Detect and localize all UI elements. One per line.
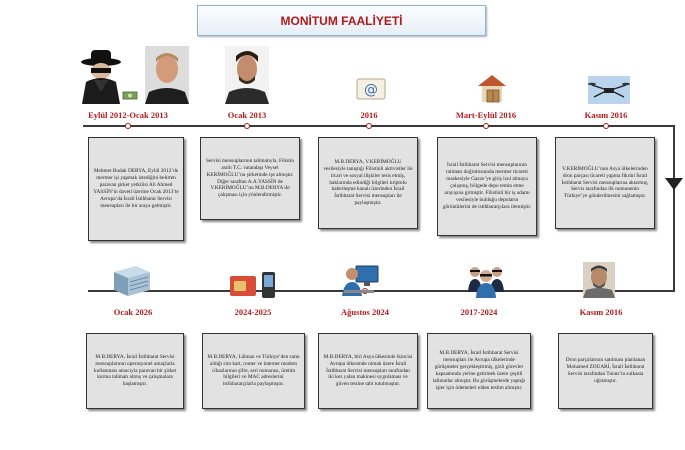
arrow-right-icon [665, 178, 683, 190]
event-text: M.B.DERYA, İsrail İstihbarat Servisi men… [432, 350, 526, 391]
event-date: 2017-2024 [460, 307, 498, 317]
server-icon [114, 266, 150, 296]
event-text: M.B.DERYA, Lübnan ve Türkiye’den satın a… [207, 353, 300, 388]
event-text: Servisi mensuplarının talimatıyla, Filis… [206, 157, 294, 199]
event-text: Dron parçalarının satılması planlanan Mo… [565, 357, 646, 384]
event-date: Eylül 2012-Ocak 2013 [88, 110, 168, 120]
man-photo-icon [145, 46, 189, 104]
event-box: M.B.DERYA, Lübnan ve Türkiye’den satın a… [202, 333, 305, 409]
man-photo-icon [225, 46, 269, 104]
event-date: 2024-2025 [234, 307, 272, 317]
timeline-dot [125, 123, 131, 129]
event-date: Ocak 2013 [227, 110, 267, 120]
event-text: Mehmet Budak DERYA, Eylül 2012’de mermer… [93, 168, 179, 209]
event-box: İsrail İstihbarat Servisi mensuplarının … [437, 137, 537, 236]
money-icon [122, 91, 138, 100]
event-box: Servisi mensuplarının talimatıyla, Filis… [200, 137, 300, 220]
event-box: M.B.DERYA, V.KERİMOĞLU vesilesiyle tanış… [318, 137, 418, 229]
event-box: Dron parçalarının satılması planlanan Mo… [558, 333, 653, 409]
event-date: 2016 [360, 110, 378, 120]
computer-user-icon [342, 265, 379, 296]
event-text: M.B.DERYA, biri Asya ülkesinde ikincisi … [323, 353, 413, 388]
page-title: MONİTUM FAALİYETİ [197, 5, 486, 36]
event-date: Kasım 2016 [579, 307, 623, 317]
timeline-dot [244, 123, 250, 129]
agents-icon [468, 267, 504, 298]
timeline-bottom [88, 290, 675, 292]
timeline-dot [366, 123, 372, 129]
event-box: M.B.DERYA, İsrail İstihbarat Servisi men… [86, 333, 184, 409]
timeline-top [83, 125, 675, 127]
event-text: İsrail İstihbarat Servisi mensuplarının … [442, 162, 532, 210]
timeline-dot [603, 123, 609, 129]
event-date: Kasım 2016 [584, 110, 628, 120]
drone-icon [588, 76, 630, 104]
house-icon [478, 75, 506, 103]
svg-text:@: @ [364, 82, 378, 98]
event-date: Ocak 2026 [113, 307, 153, 317]
timeline-right [673, 125, 675, 292]
event-text: M.B.DERYA, V.KERİMOĞLU vesilesiyle tanış… [323, 158, 413, 207]
event-text: M.B.DERYA, İsrail İstihbarat Servisi men… [93, 353, 177, 388]
event-box: Mehmet Budak DERYA, Eylül 2012’de mermer… [88, 137, 184, 241]
event-box: M.B.DERYA, İsrail İstihbarat Servisi men… [427, 333, 531, 409]
event-date: Ağustos 2024 [341, 307, 389, 317]
event-text: V.KERİMOĞLU’nun Asya ülkelerinden dron p… [561, 165, 649, 200]
event-box: V.KERİMOĞLU’nun Asya ülkelerinden dron p… [555, 137, 655, 229]
simcard-phone-icon [230, 272, 275, 298]
spy-icon [81, 50, 121, 104]
timeline-dot [483, 123, 489, 129]
event-date: Mart-Eylül 2016 [455, 110, 517, 120]
man-photo-icon [583, 262, 615, 298]
event-box: M.B.DERYA, biri Asya ülkesinde ikincisi … [318, 333, 418, 409]
email-icon: @ [356, 78, 386, 100]
